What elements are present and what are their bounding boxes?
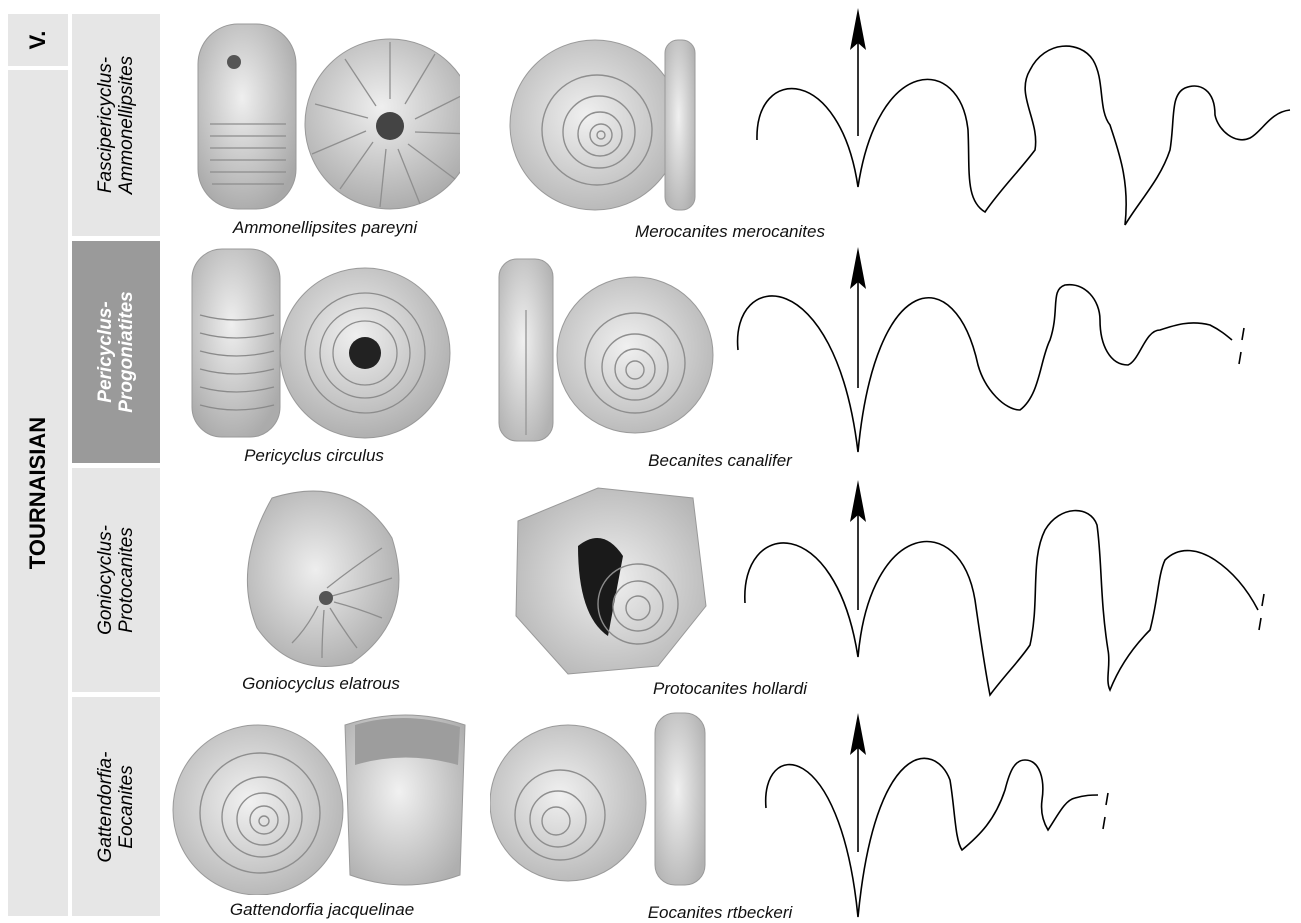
caption-eocanites: Eocanites rtbeckeri	[648, 903, 793, 923]
caption-ammonellipsites: Ammonellipsites pareyni	[233, 218, 417, 238]
caption-becanites: Becanites canalifer	[648, 451, 792, 471]
caption-merocanites: Merocanites merocanites	[635, 222, 825, 242]
caption-pericyclus: Pericyclus circulus	[244, 446, 384, 466]
caption-protocanites: Protocanites hollardi	[653, 679, 807, 699]
caption-goniocyclus: Goniocyclus elatrous	[242, 674, 400, 694]
caption-gattendorfia: Gattendorfia jacquelinae	[230, 900, 414, 920]
